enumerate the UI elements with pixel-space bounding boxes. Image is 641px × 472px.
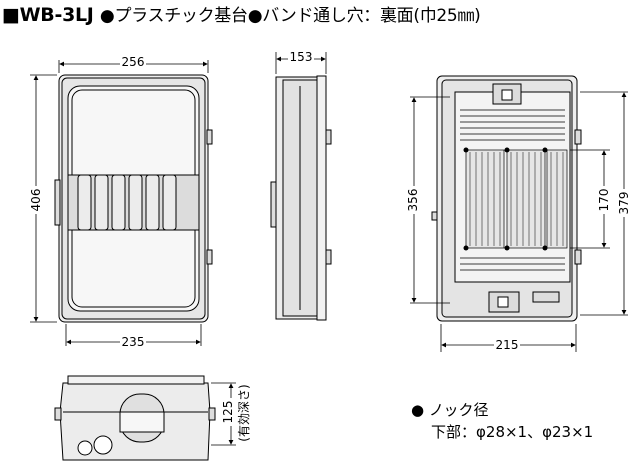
front-bottom-width-label: 235 (122, 335, 145, 349)
side-view (270, 75, 332, 321)
knock-note: ● ノック径 下部：φ28×1、φ23×1 (411, 399, 593, 443)
rear-pitch-label: 356 (406, 189, 420, 212)
rear-height-label: 379 (617, 192, 631, 215)
bottom-depth-note: (有効深さ) (236, 384, 251, 441)
front-view (54, 74, 213, 323)
top-vents (460, 109, 565, 141)
front-width-label: 256 (122, 55, 145, 69)
knock-hole-23 (77, 440, 93, 456)
page-title: ■WB-3LJ ●プラスチック基台●バンド通し穴：裏面(巾25㎜) (2, 1, 481, 26)
rear-view (431, 75, 582, 322)
knock-hole-28 (93, 435, 113, 455)
breaker-slots (77, 174, 177, 231)
bottom-view (54, 375, 216, 461)
rear-band-label: 170 (597, 189, 611, 212)
side-depth-label: 153 (290, 50, 313, 64)
model-name: ■WB-3LJ (2, 4, 94, 26)
bottom-depth-label: 125 (221, 401, 235, 424)
band-grids (465, 149, 568, 249)
front-height-label: 406 (29, 189, 43, 212)
knock-title: ● ノック径 (411, 401, 489, 419)
feature-list: ●プラスチック基台●バンド通し穴：裏面(巾25㎜) (99, 6, 481, 26)
rear-width-label: 215 (496, 338, 519, 352)
knock-detail: 下部：φ28×1、φ23×1 (431, 423, 594, 441)
